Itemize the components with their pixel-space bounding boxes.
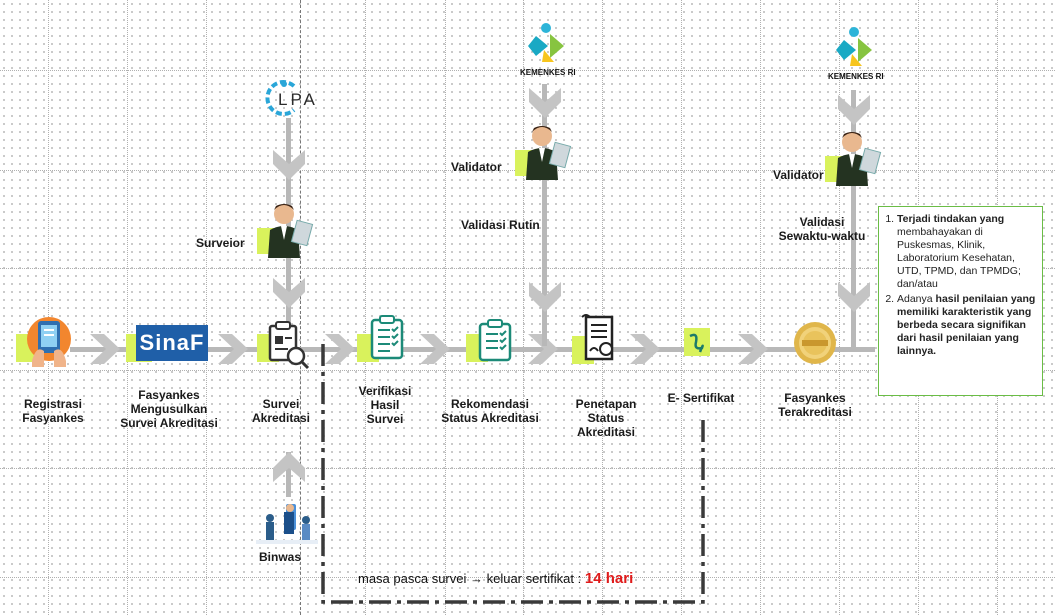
kemenkes2-vertical-line — [851, 90, 856, 348]
post-survey-period-days: 14 hari — [584, 570, 634, 587]
step-registrasi-line1: Registrasi — [23, 397, 83, 411]
down-arrow-kemenkes1-2 — [529, 282, 561, 312]
flow-arrow-3 — [325, 334, 355, 364]
down-arrow-kemenkes2-2 — [838, 282, 870, 312]
step-penetapan-line2: Status — [587, 411, 625, 425]
validasi-rutin-label: Validasi Rutin — [461, 218, 540, 232]
step-rekomendasi-line2: Status Akreditasi — [441, 411, 539, 425]
step-verifikasi-line2: Hasil — [370, 398, 400, 412]
condition-2-bold: hasil penilaian yang memiliki karakteris… — [897, 293, 1036, 357]
e-certificate-signature-icon — [689, 333, 704, 353]
down-arrow-lpa-1 — [273, 150, 305, 180]
recommendation-checklist-icon — [478, 319, 512, 362]
kemenkes-logo-1-text: KEMENKES RI — [520, 68, 576, 77]
surveior-person-icon — [268, 204, 314, 258]
survey-clipboard-search-icon — [268, 321, 310, 370]
step-rekomendasi-label: Rekomendasi Status Akreditasi — [434, 397, 546, 425]
verification-checklist-icon — [370, 315, 404, 360]
flow-arrow-2 — [218, 334, 248, 364]
binwas-team-icon — [256, 504, 318, 544]
step-terakreditasi-label: Fasyankes Terakreditasi — [770, 391, 860, 419]
step-mengusulkan-label: Fasyankes Mengusulkan Survei Akreditasi — [114, 388, 224, 430]
down-arrow-kemenkes1-1 — [529, 88, 561, 118]
binwas-vertical-line — [286, 452, 291, 497]
conditions-list: Terjadi tindakan yang membahayakan di Pu… — [883, 213, 1036, 358]
step-esertifikat-label: E- Sertifikat — [660, 391, 742, 405]
condition-item-1: Terjadi tindakan yang membahayakan di Pu… — [897, 213, 1036, 291]
binwas-label: Binwas — [259, 550, 302, 564]
kemenkes-logo-2-text: KEMENKES RI — [828, 72, 884, 81]
registrasi-phone-icon — [27, 317, 71, 367]
step-survei-line2: Akreditasi — [251, 411, 311, 425]
conditions-note-box: Terjadi tindakan yang membahayakan di Pu… — [878, 206, 1043, 396]
validasi-sewaktu-line1: Validasi — [799, 215, 845, 229]
step-mengusulkan-line3: Survei Akreditasi — [120, 416, 218, 430]
down-arrow-kemenkes2-1 — [838, 95, 870, 125]
surveior-label: Surveior — [196, 236, 245, 250]
step-verifikasi-label: Verifikasi Hasil Survei — [350, 384, 420, 426]
step-penetapan-line3: Akreditasi — [576, 425, 636, 439]
accreditation-seal-icon — [794, 322, 836, 364]
step-rekomendasi-line1: Rekomendasi — [450, 397, 530, 411]
validator2-person-icon — [836, 132, 882, 186]
step-survei-label: Survei Akreditasi — [246, 397, 316, 425]
validator1-label: Validator — [451, 160, 502, 174]
decree-document-icon — [581, 314, 614, 361]
step-registrasi-label: Registrasi Fasyankes — [8, 397, 98, 425]
post-survey-period-frame — [321, 344, 705, 604]
step-registrasi-line2: Fasyankes — [22, 411, 84, 425]
post-survey-period-caption: masa pasca survei → keluar sertifikat : … — [358, 570, 633, 587]
condition-item-2: Adanya hasil penilaian yang memiliki kar… — [897, 293, 1036, 358]
validasi-sewaktu-label: Validasi Sewaktu-waktu — [776, 215, 868, 243]
flow-arrow-6 — [630, 334, 660, 364]
step-mengusulkan-line2: Mengusulkan — [130, 402, 208, 416]
step-verifikasi-line3: Survei — [366, 412, 404, 426]
validator2-label: Validator — [773, 168, 824, 182]
step-penetapan-line1: Penetapan — [575, 397, 637, 411]
down-arrow-lpa-2 — [273, 278, 305, 308]
step-mengusulkan-line1: Fasyankes — [138, 388, 200, 402]
step-terakreditasi-line1: Fasyankes — [784, 391, 846, 405]
flow-arrow-4 — [420, 334, 450, 364]
validator1-person-icon — [526, 126, 572, 180]
step-terakreditasi-line2: Terakreditasi — [778, 405, 852, 419]
lpa-logo: LPA — [262, 78, 342, 120]
flow-arrow-1 — [90, 334, 120, 364]
step-penetapan-label: Penetapan Status Akreditasi — [566, 397, 646, 439]
validasi-sewaktu-line2: Sewaktu-waktu — [778, 229, 866, 243]
step-esertifikat-line1: E- Sertifikat — [667, 391, 735, 405]
up-arrow-binwas — [273, 452, 305, 482]
condition-2-pre: Adanya — [897, 293, 933, 305]
sinaf-logo: SinaF — [136, 325, 208, 361]
condition-1-bold: Terjadi tindakan yang — [897, 213, 1005, 225]
flow-arrow-7 — [738, 334, 768, 364]
post-survey-period-text: masa pasca survei → keluar sertifikat : — [358, 571, 582, 586]
step-survei-line1: Survei — [262, 397, 300, 411]
step-verifikasi-line1: Verifikasi — [358, 384, 412, 398]
lpa-logo-text: LPA — [278, 90, 318, 109]
condition-1-rest: membahayakan di Puskesmas, Klinik, Labor… — [897, 226, 1021, 290]
kemenkes-logo-2: KEMENKES RI — [826, 24, 886, 88]
kemenkes1-vertical-line — [542, 84, 547, 346]
sinaf-logo-text: SinaF — [139, 330, 205, 355]
kemenkes-logo-1: KEMENKES RI — [518, 20, 578, 84]
